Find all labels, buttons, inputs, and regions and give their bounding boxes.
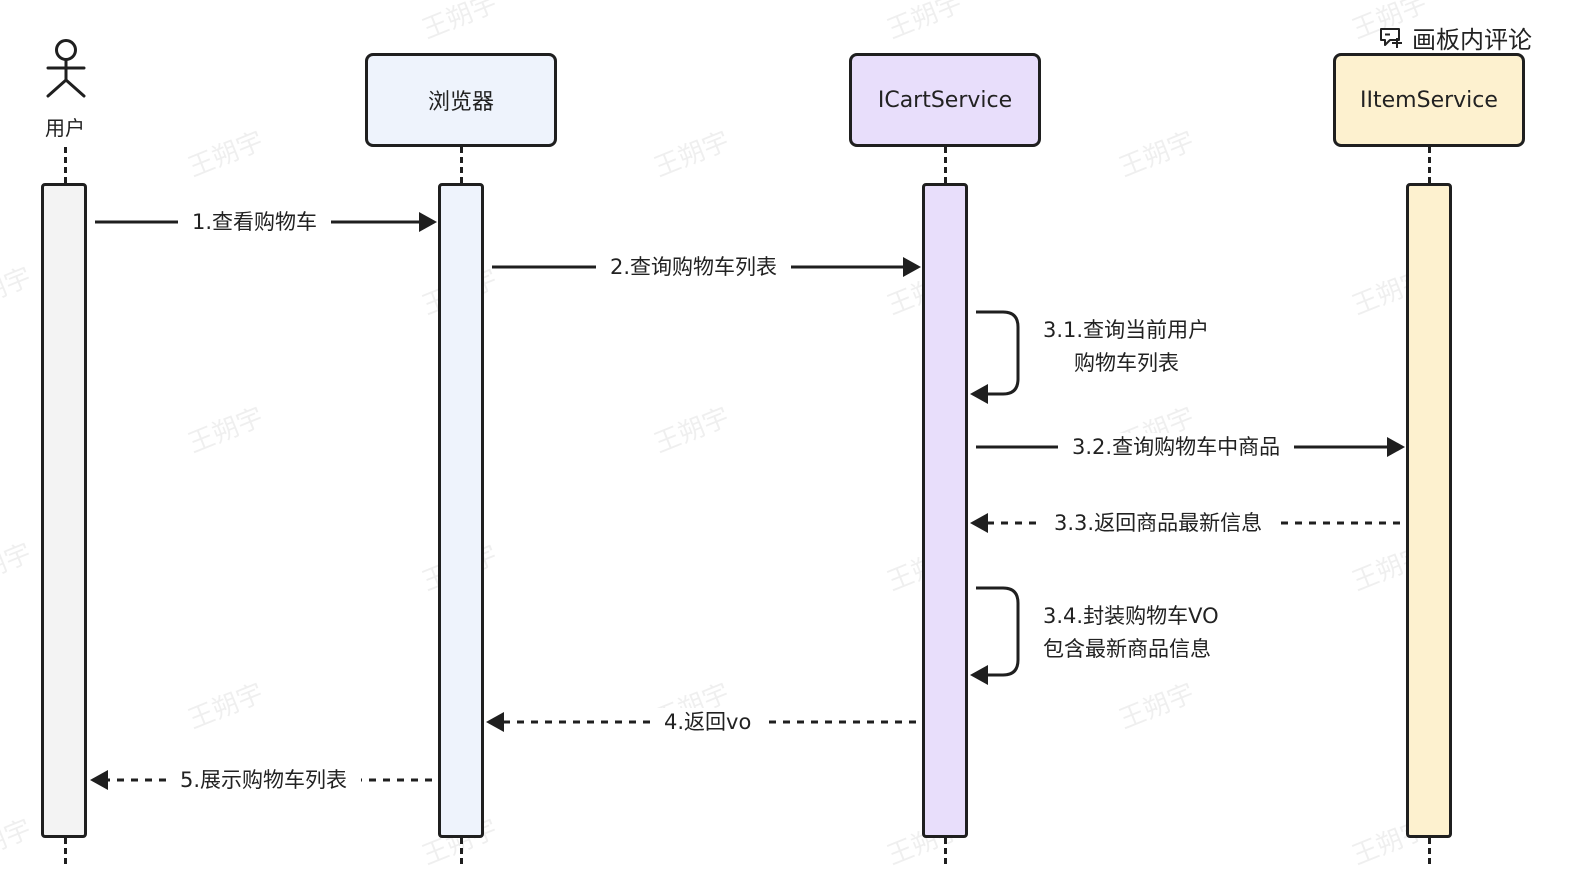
lifeline-user-top <box>64 147 67 183</box>
board-comment-button[interactable]: 画板内评论 <box>1378 20 1532 55</box>
message-label-3-1-line2: 购物车列表 <box>1074 351 1179 375</box>
arrow-line-m31 <box>976 310 1020 396</box>
lifeline-cart-top <box>944 147 947 183</box>
activation-bar-user <box>41 183 87 838</box>
message-label-3-3: 3.3.返回商品最新信息 <box>1040 509 1277 537</box>
lifeline-item-bottom <box>1428 838 1431 864</box>
participant-browser: 浏览器 <box>365 53 557 147</box>
arrowhead-m2 <box>903 257 921 277</box>
board-comment-label: 画板内评论 <box>1412 26 1532 54</box>
arrow-line-m34 <box>976 586 1020 677</box>
lifeline-cart-bottom <box>944 838 947 864</box>
arrowhead-m31 <box>970 384 988 404</box>
participant-label: IItemService <box>1360 87 1498 113</box>
actor-label-user: 用户 <box>45 116 85 140</box>
activation-bar-browser <box>438 183 484 838</box>
comment-add-icon <box>1380 27 1402 48</box>
arrowhead-m5 <box>90 770 108 790</box>
participant-icartservice: ICartService <box>849 53 1041 147</box>
participant-label: ICartService <box>877 87 1013 113</box>
lifeline-item-top <box>1428 147 1431 183</box>
arrowhead-m32 <box>1387 437 1405 457</box>
participant-label: 浏览器 <box>427 90 494 115</box>
arrowhead-m33 <box>970 513 988 533</box>
activation-bar-cart <box>922 183 968 838</box>
lifeline-user-bottom <box>64 838 67 864</box>
arrowhead-m4 <box>486 712 504 732</box>
message-label-3-2: 3.2.查询购物车中商品 <box>1058 433 1295 461</box>
participant-iitemservice: IItemService <box>1333 53 1525 147</box>
activation-bar-item <box>1406 183 1452 838</box>
message-label-5: 5.展示购物车列表 <box>166 766 362 794</box>
user-actor-icon <box>46 39 86 98</box>
message-label-1: 1.查看购物车 <box>178 208 332 236</box>
message-label-3-1-line1: 3.1.查询当前用户 <box>1043 318 1210 342</box>
lifeline-browser-top <box>460 147 463 183</box>
message-label-2: 2.查询购物车列表 <box>596 253 792 281</box>
arrowhead-m1 <box>419 212 437 232</box>
message-label-3-4-line2: 包含最新商品信息 <box>1043 637 1211 661</box>
message-label-3-4-line1: 3.4.封装购物车VO <box>1043 604 1219 628</box>
arrowhead-m34 <box>970 665 988 685</box>
message-label-4: 4.返回vo <box>650 708 766 736</box>
lifeline-browser-bottom <box>460 838 463 864</box>
